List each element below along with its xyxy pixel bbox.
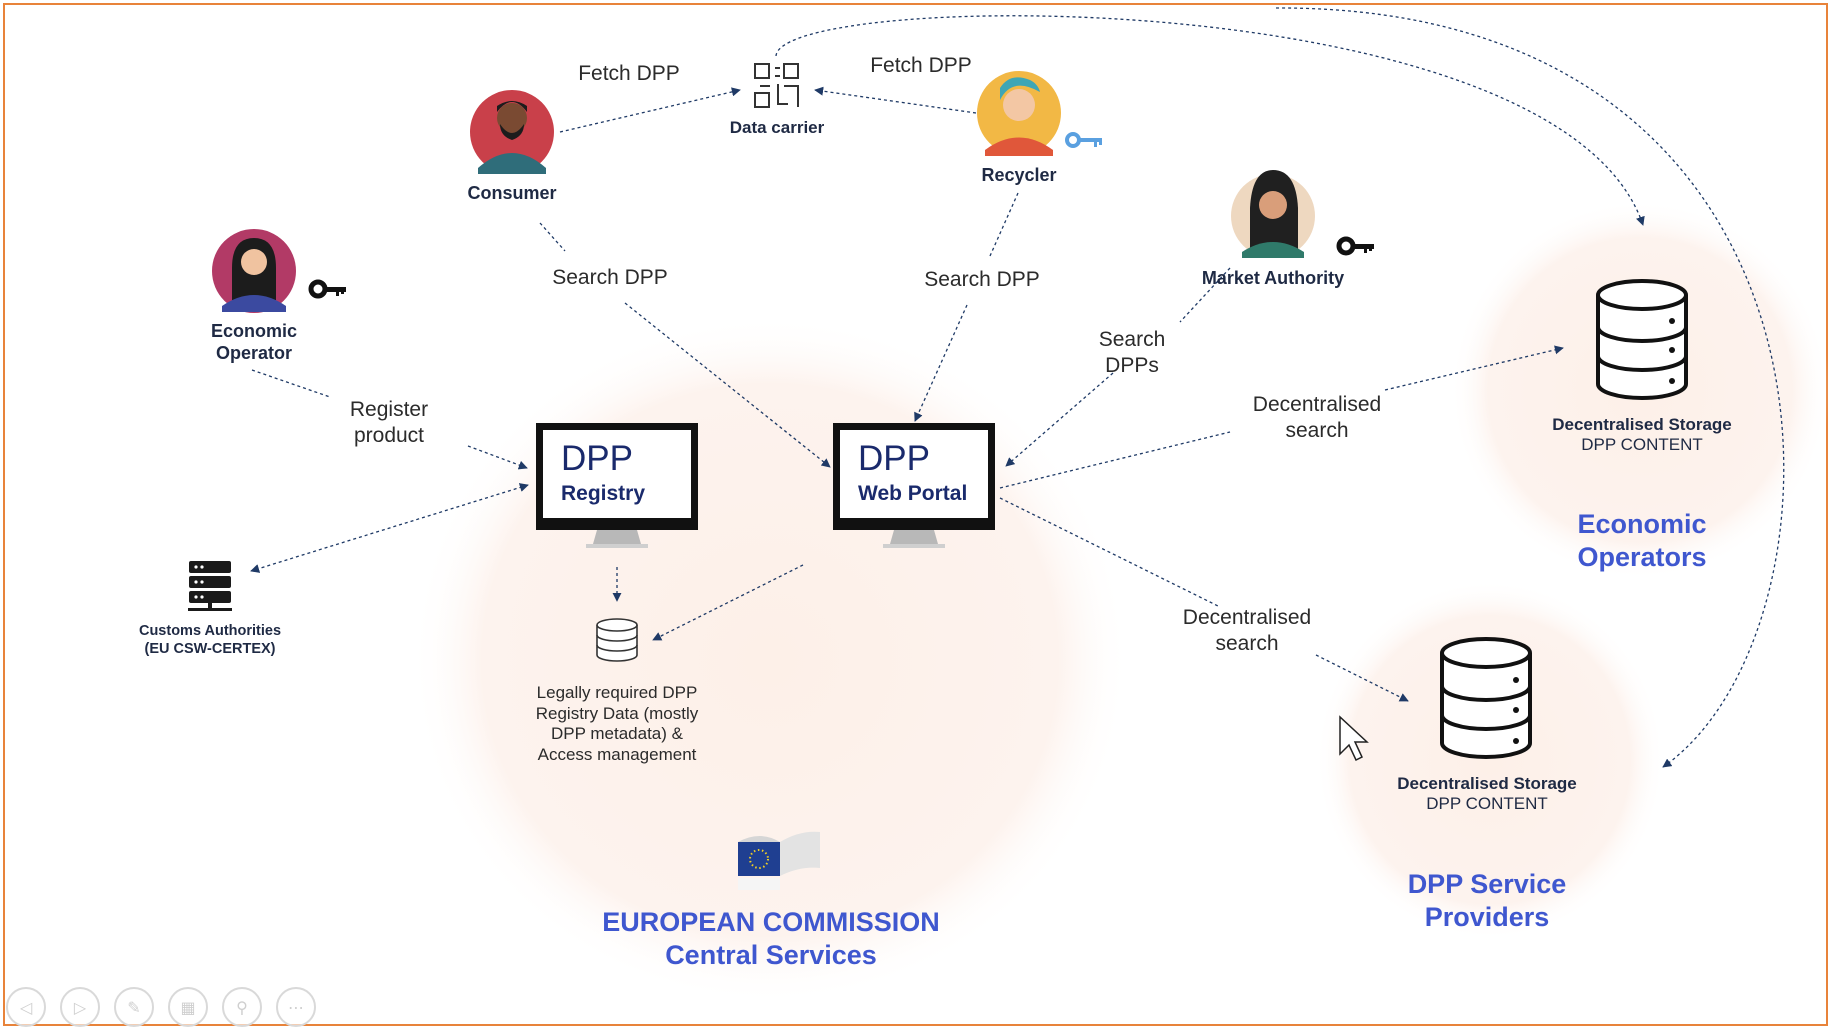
next-icon[interactable]: ▷ — [60, 987, 100, 1027]
registry-monitor-subtitle: Registry — [561, 482, 646, 505]
service-providers-region-blob — [1315, 580, 1665, 940]
server-icon — [188, 561, 232, 611]
economic-operator-label: Economic Operator — [210, 321, 298, 363]
market-authority-avatar — [1231, 170, 1315, 258]
consumer-avatar — [470, 90, 554, 174]
connectors — [250, 7, 1785, 768]
data-carrier-label: Data carrier — [729, 118, 825, 137]
service-storage-title: Decentralised Storage — [1397, 774, 1577, 793]
recycler-avatar — [977, 71, 1061, 156]
zoom-icon[interactable]: ⚲ — [222, 987, 262, 1027]
more-icon[interactable]: ⋯ — [276, 987, 316, 1027]
recycler-label: Recycler — [981, 165, 1057, 185]
previous-icon[interactable]: ◁ — [6, 987, 46, 1027]
search-dpp-consumer-label: Search DPP — [552, 266, 668, 289]
market-authority-label: Market Authority — [1201, 268, 1345, 288]
service-storage-database-icon — [1440, 637, 1532, 759]
service-storage-subtitle: DPP CONTENT — [1426, 794, 1548, 813]
economic-operators-region-title: Economic Operators — [1577, 509, 1707, 572]
economic-operator-avatar — [212, 229, 296, 313]
search-dpps-market-label: Search DPPs — [1098, 328, 1166, 377]
registry-database-icon — [596, 618, 638, 662]
register-product-label: Register product — [349, 398, 429, 447]
market-authority-key-icon — [1336, 236, 1374, 256]
portal-monitor-subtitle: Web Portal — [858, 482, 968, 505]
decentralised-search-bottom-label: Decentralised search — [1182, 606, 1312, 655]
pen-icon[interactable]: ✎ — [114, 987, 154, 1027]
economic-storage-title: Decentralised Storage — [1552, 415, 1732, 434]
slide-frame — [3, 3, 1828, 1026]
fetch-dpp-recycler-label: Fetch DPP — [870, 54, 972, 77]
slides-grid-icon[interactable]: ▦ — [168, 987, 208, 1027]
customs-authorities-label: Customs Authorities (EU CSW-CERTEX) — [138, 623, 282, 657]
search-dpp-recycler-label: Search DPP — [924, 268, 1040, 291]
portal-monitor — [833, 423, 995, 548]
registry-monitor — [536, 423, 698, 548]
mouse-cursor-icon — [1339, 715, 1369, 762]
economic-operator-key-icon — [308, 279, 346, 299]
economic-storage-database-icon — [1596, 279, 1688, 400]
commission-region-blob — [410, 315, 1130, 1005]
registry-monitor-title: DPP — [561, 439, 633, 478]
portal-monitor-title: DPP — [858, 439, 930, 478]
consumer-label: Consumer — [467, 183, 557, 203]
service-providers-region-title: DPP Service Providers — [1407, 869, 1567, 932]
european-commission-logo — [738, 831, 820, 890]
recycler-key-icon — [1065, 132, 1102, 148]
registry-data-note: Legally required DPP Registry Data (most… — [535, 683, 699, 765]
decentralised-search-top-label: Decentralised search — [1252, 393, 1382, 442]
qr-code-icon — [754, 63, 799, 108]
commission-region-title: EUROPEAN COMMISSION Central Services — [602, 907, 940, 970]
fetch-dpp-consumer-label: Fetch DPP — [578, 62, 680, 85]
economic-storage-subtitle: DPP CONTENT — [1581, 435, 1703, 454]
